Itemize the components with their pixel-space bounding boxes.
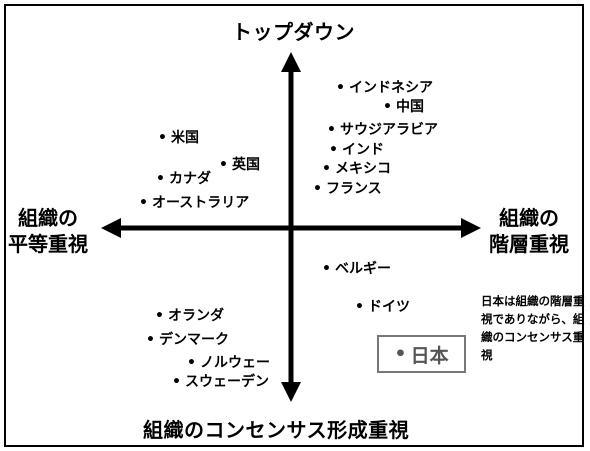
bullet-icon: • (336, 80, 345, 96)
bullet-icon: • (327, 122, 336, 138)
axis-left-line1: 組織の (18, 206, 78, 230)
country-label: カナダ (168, 171, 211, 187)
axis-right-line2: 階層重視 (489, 232, 569, 256)
country-item: •サウジアラビア (327, 119, 438, 139)
arrow-left-icon (101, 218, 121, 238)
country-label: デンマーク (158, 332, 229, 348)
japan-note: 日本は組織の階層重視でありながら、組織のコンセンサス重視 (481, 294, 585, 362)
japan-highlight-box: • 日本 (377, 335, 466, 373)
country-label: ノルウェー (199, 355, 270, 371)
bullet-icon: • (172, 374, 181, 390)
bullet-icon: • (322, 161, 331, 177)
arrow-down-icon (281, 382, 301, 402)
country-label: オーストラリア (151, 195, 250, 211)
bullet-icon: • (313, 181, 322, 197)
country-label: メキシコ (334, 161, 391, 177)
country-item: •メキシコ (322, 158, 391, 178)
arrow-right-icon (461, 218, 481, 238)
country-item: •フランス (313, 178, 382, 198)
bullet-icon: • (355, 299, 364, 315)
bullet-icon: • (139, 195, 148, 211)
japan-label: 日本 (410, 344, 449, 367)
bullet-icon: • (383, 99, 392, 115)
axis-bottom-label: 組織のコンセンサス形成重視 (143, 418, 410, 442)
country-label: インド (341, 142, 384, 158)
country-label: サウジアラビア (339, 122, 438, 138)
country-label: 米国 (170, 130, 199, 146)
country-label: 英国 (231, 157, 260, 173)
bullet-icon: • (156, 171, 165, 187)
country-label: スウェーデン (184, 374, 269, 390)
axis-right-label: 組織の 階層重視 (489, 205, 569, 257)
arrow-up-icon (281, 52, 301, 72)
bullet-icon: • (146, 332, 155, 348)
country-label: オランダ (167, 308, 224, 324)
country-item: •米国 (158, 127, 199, 147)
bullet-icon: • (158, 130, 167, 146)
bullet-icon: • (394, 343, 407, 365)
country-label: ベルギー (334, 261, 391, 277)
country-item: •オランダ (155, 305, 224, 325)
country-item: •スウェーデン (172, 371, 269, 391)
country-item: •デンマーク (146, 329, 229, 349)
axis-left-line2: 平等重視 (8, 232, 88, 256)
country-item: •中国 (383, 96, 424, 116)
country-item: •ノルウェー (187, 352, 270, 372)
country-item: •インド (329, 139, 384, 159)
country-item: •インドネシア (336, 77, 433, 97)
country-item: •英国 (219, 154, 260, 174)
axis-right-line1: 組織の (499, 206, 559, 230)
bullet-icon: • (187, 355, 196, 371)
country-label: フランス (325, 181, 382, 197)
bullet-icon: • (322, 261, 331, 277)
country-label: 中国 (395, 99, 424, 115)
country-item: •オーストラリア (139, 192, 249, 212)
diagram-frame (4, 4, 584, 447)
country-item: •ドイツ (355, 296, 410, 316)
country-item: •カナダ (156, 168, 211, 188)
bullet-icon: • (219, 157, 228, 173)
axis-left-label: 組織の 平等重視 (8, 205, 88, 257)
bullet-icon: • (155, 308, 164, 324)
country-label: インドネシア (348, 80, 433, 96)
country-label: ドイツ (367, 299, 410, 315)
bullet-icon: • (329, 142, 338, 158)
country-item: •ベルギー (322, 258, 391, 278)
axis-top-label: トップダウン (232, 20, 355, 44)
